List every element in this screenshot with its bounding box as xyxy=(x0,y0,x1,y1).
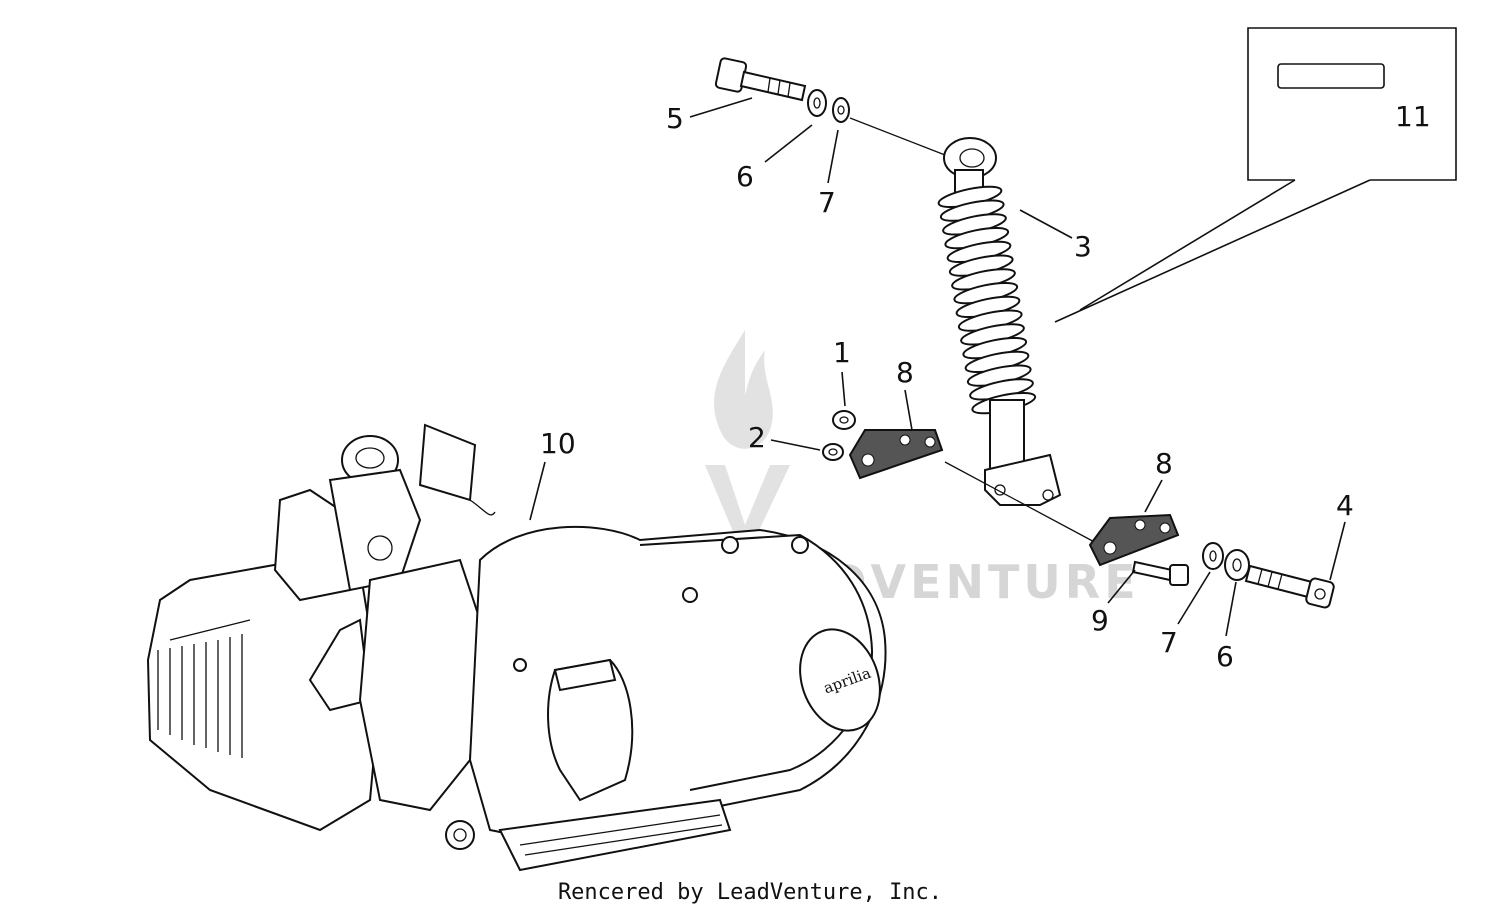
bolt-4 xyxy=(1244,564,1335,609)
engine-10: aprilia xyxy=(146,423,887,872)
leader-lines xyxy=(529,97,1346,637)
bolt-9 xyxy=(1131,560,1189,586)
callout-4: 4 xyxy=(1336,489,1354,522)
shock-spring xyxy=(937,185,1037,415)
callout-11: 11 xyxy=(1395,100,1431,133)
flame-v-logo-icon xyxy=(705,330,790,560)
bracket-8-left xyxy=(848,429,944,480)
callout-1: 1 xyxy=(833,336,851,369)
cooling-fins xyxy=(157,619,251,758)
washer-7-top xyxy=(832,97,850,123)
washer-6-top xyxy=(807,89,827,117)
callout-9: 9 xyxy=(1091,604,1109,637)
callout-6-right: 6 xyxy=(1216,640,1234,673)
callout-2: 2 xyxy=(748,421,766,454)
footer-credit: Rencered by LeadVenture, Inc. xyxy=(557,880,943,905)
bracket-8-right xyxy=(1088,513,1180,567)
washer-2 xyxy=(822,443,844,461)
part-11-label-box xyxy=(1054,27,1457,323)
callout-3: 3 xyxy=(1074,230,1092,263)
callout-8-left: 8 xyxy=(896,356,914,389)
bolt-5 xyxy=(714,57,807,102)
washer-7-right xyxy=(1202,542,1224,570)
callout-7-right: 7 xyxy=(1160,626,1178,659)
washer-6-right xyxy=(1224,549,1250,581)
washer-1 xyxy=(832,410,856,430)
callout-10: 10 xyxy=(540,427,576,460)
shock-absorber-3 xyxy=(937,137,1062,506)
callout-7-top: 7 xyxy=(818,186,836,219)
callout-6-top: 6 xyxy=(736,160,754,193)
callout-5: 5 xyxy=(666,102,684,135)
callout-8-right: 8 xyxy=(1155,447,1173,480)
callouts: 5 6 7 3 11 1 2 8 8 4 9 7 6 10 xyxy=(540,100,1431,673)
